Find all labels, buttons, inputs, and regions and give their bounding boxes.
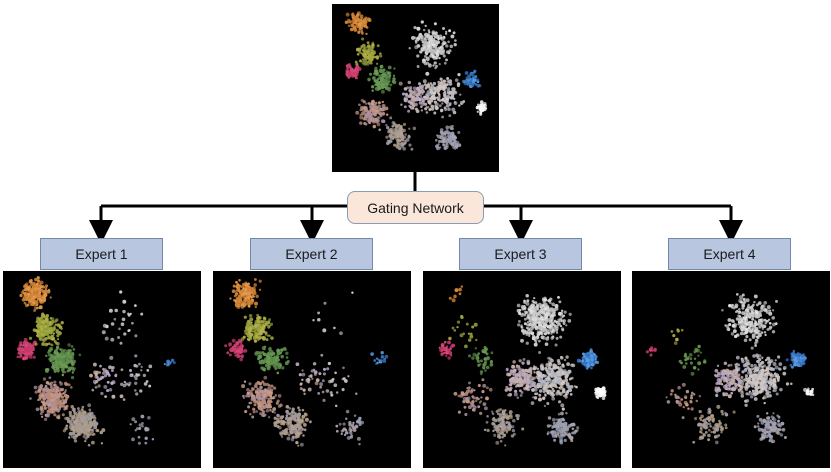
expert-2-label: Expert 2 (285, 246, 338, 262)
expert-3-embedding-image (423, 271, 621, 468)
gating-network-box: Gating Network (347, 191, 484, 224)
gating-network-label: Gating Network (367, 199, 464, 216)
expert-2-embedding-image (213, 271, 411, 468)
expert-1-label: Expert 1 (75, 246, 128, 262)
expert-3-box: Expert 3 (459, 238, 582, 270)
expert-2-box: Expert 2 (250, 238, 373, 270)
expert-3-label: Expert 3 (494, 246, 547, 262)
expert-4-label: Expert 4 (703, 246, 756, 262)
expert-4-box: Expert 4 (668, 238, 791, 270)
expert-4-embedding-image (632, 271, 830, 468)
combined-embedding-image (332, 4, 499, 172)
expert-1-box: Expert 1 (40, 238, 163, 270)
expert-1-embedding-image (3, 271, 201, 468)
